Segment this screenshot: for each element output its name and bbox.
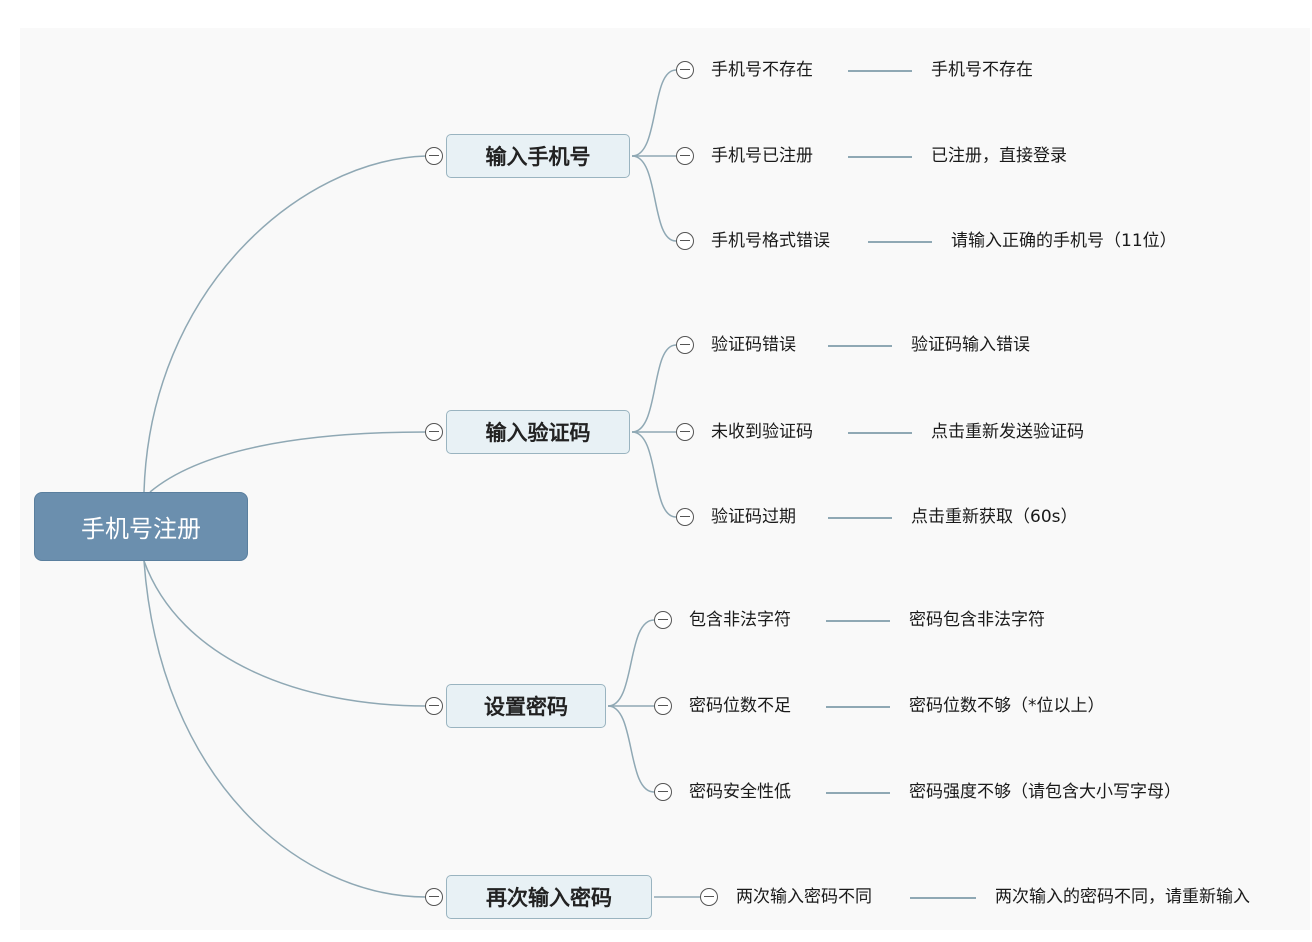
connector [868, 241, 932, 243]
collapse-icon[interactable] [425, 147, 443, 165]
child-node[interactable]: 手机号格式错误 [711, 231, 830, 251]
collapse-icon[interactable] [654, 783, 672, 801]
branch-node-confirm-password[interactable]: 再次输入密码 [446, 875, 652, 919]
collapse-icon[interactable] [676, 61, 694, 79]
result-node[interactable]: 请输入正确的手机号（11位） [951, 231, 1177, 251]
connector [910, 897, 976, 899]
child-node[interactable]: 密码位数不足 [689, 696, 791, 716]
connector [828, 517, 892, 519]
result-node[interactable]: 手机号不存在 [931, 60, 1033, 80]
branch-node-phone[interactable]: 输入手机号 [446, 134, 630, 178]
root-node[interactable]: 手机号注册 [34, 492, 248, 561]
connector [826, 792, 890, 794]
connector [848, 432, 912, 434]
branch-node-password[interactable]: 设置密码 [446, 684, 606, 728]
child-node[interactable]: 密码安全性低 [689, 782, 791, 802]
result-node[interactable]: 点击重新发送验证码 [931, 422, 1084, 442]
result-node[interactable]: 密码包含非法字符 [909, 610, 1045, 630]
connector [826, 706, 890, 708]
link-root-branch-3 [143, 560, 427, 707]
result-node[interactable]: 已注册，直接登录 [931, 146, 1067, 166]
result-node[interactable]: 验证码输入错误 [911, 335, 1030, 355]
collapse-icon[interactable] [676, 232, 694, 250]
result-node[interactable]: 两次输入的密码不同，请重新输入 [995, 887, 1250, 907]
link-root-branch-1 [143, 155, 427, 493]
result-node[interactable]: 点击重新获取（60s） [911, 507, 1078, 527]
collapse-icon[interactable] [676, 508, 694, 526]
child-node[interactable]: 验证码过期 [711, 507, 796, 527]
collapse-icon[interactable] [425, 423, 443, 441]
link-root-branch-2 [149, 431, 427, 493]
child-node[interactable]: 验证码错误 [711, 335, 796, 355]
connector [828, 345, 892, 347]
connector [826, 620, 890, 622]
collapse-icon[interactable] [676, 423, 694, 441]
result-node[interactable]: 密码位数不够（*位以上） [909, 696, 1105, 716]
collapse-icon[interactable] [676, 336, 694, 354]
link-root-branch-4 [143, 560, 427, 898]
collapse-icon[interactable] [654, 611, 672, 629]
collapse-icon[interactable] [425, 697, 443, 715]
connector [848, 156, 912, 158]
connector [848, 70, 912, 72]
collapse-icon[interactable] [676, 147, 694, 165]
collapse-icon[interactable] [700, 888, 718, 906]
mindmap-canvas [20, 28, 1310, 930]
collapse-icon[interactable] [654, 697, 672, 715]
collapse-icon[interactable] [425, 888, 443, 906]
child-node[interactable]: 手机号不存在 [711, 60, 813, 80]
result-node[interactable]: 密码强度不够（请包含大小写字母） [909, 782, 1181, 802]
child-node[interactable]: 未收到验证码 [711, 422, 813, 442]
child-node[interactable]: 两次输入密码不同 [736, 887, 872, 907]
child-node[interactable]: 手机号已注册 [711, 146, 813, 166]
child-node[interactable]: 包含非法字符 [689, 610, 791, 630]
branch-node-code[interactable]: 输入验证码 [446, 410, 630, 454]
